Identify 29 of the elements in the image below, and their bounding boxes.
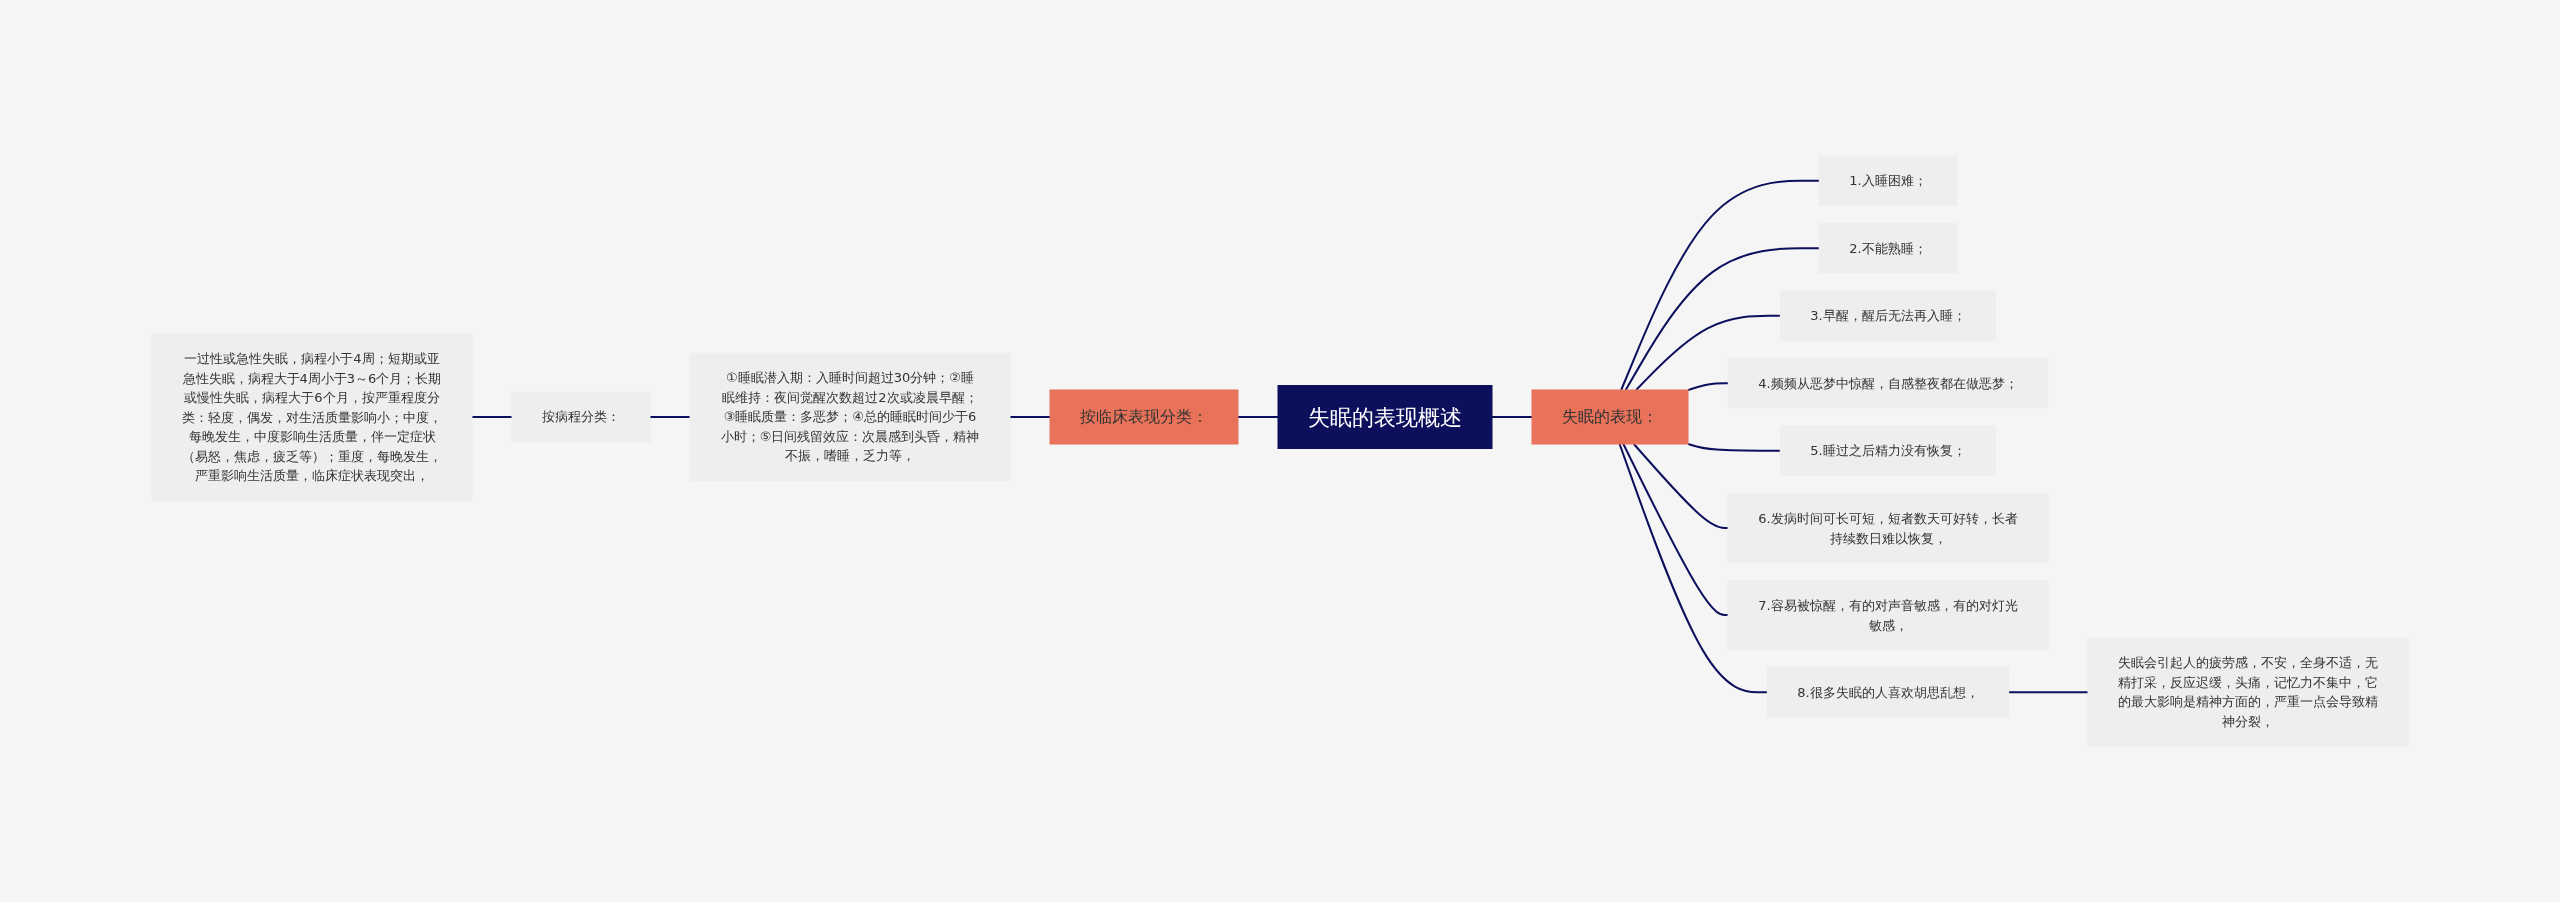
node-box: 按病程分类： bbox=[511, 391, 651, 443]
node-box: 7.容易被惊醒，有的对声音敏感，有的对灯光敏感， bbox=[1727, 579, 2049, 650]
node-box: 3.早醒，醒后无法再入睡； bbox=[1779, 290, 1997, 341]
connector bbox=[1635, 314, 1782, 391]
connector bbox=[649, 415, 691, 418]
node-box: 失眠会引起人的疲劳感，不安，全身不适，无精打采，反应迟缓，头痛，记忆力不集中，它的最大影响是精神方面的，严重一点会导致精神分裂， bbox=[2087, 637, 2409, 747]
connector bbox=[1622, 442, 1729, 616]
connector bbox=[1237, 415, 1279, 418]
node-box: 4.频频从恶梦中惊醒，自感整夜都在做恶梦； bbox=[1727, 357, 2049, 409]
connector bbox=[1491, 415, 1533, 418]
node-box: 失眠的表现： bbox=[1531, 389, 1689, 445]
connector bbox=[1618, 442, 1769, 694]
connector bbox=[1620, 179, 1821, 391]
connector bbox=[1632, 442, 1729, 529]
node-box: 失眠的表现概述 bbox=[1277, 384, 1493, 449]
connector bbox=[1624, 247, 1821, 391]
connector bbox=[471, 415, 513, 418]
node-box: 按临床表现分类： bbox=[1049, 389, 1239, 445]
node-box: 一过性或急性失眠，病程小于4周；短期或亚急性失眠，病程大于4周小于3～6个月；长期或慢性失眠，病程大于6个月，按严重程度分类：轻度，偶发，对生活质量影响小；中度，每晚发生，中度影响生活质量，伴一定症状（易怒，焦虑，疲乏等）；重度，每晚发生，严重影响生活质量，临床症状表现突出， bbox=[151, 333, 473, 501]
node-box: 8.很多失眠的人喜欢胡思乱想， bbox=[1766, 666, 2010, 718]
connector bbox=[1687, 382, 1730, 391]
node-box: 5.睡过之后精力没有恢复； bbox=[1779, 425, 1997, 476]
node-box: ①睡眠潜入期：入睡时间超过30分钟；②睡眠维持：夜间觉醒次数超过2次或凌晨早醒；③睡眠质量：多恶梦；④总的睡眠时间少于6小时；⑤日间残留效应：次晨感到头昏，精神不振，嗜睡，乏力等， bbox=[689, 352, 1011, 482]
connector bbox=[1687, 442, 1782, 452]
node-box: 2.不能熟睡； bbox=[1818, 222, 1958, 274]
connector bbox=[1009, 415, 1051, 418]
node-box: 6.发病时间可长可短，短者数天可好转，长者持续数日难以恢复， bbox=[1727, 492, 2049, 563]
connector bbox=[2007, 691, 2089, 694]
node-box: 1.入睡困难； bbox=[1818, 155, 1958, 206]
